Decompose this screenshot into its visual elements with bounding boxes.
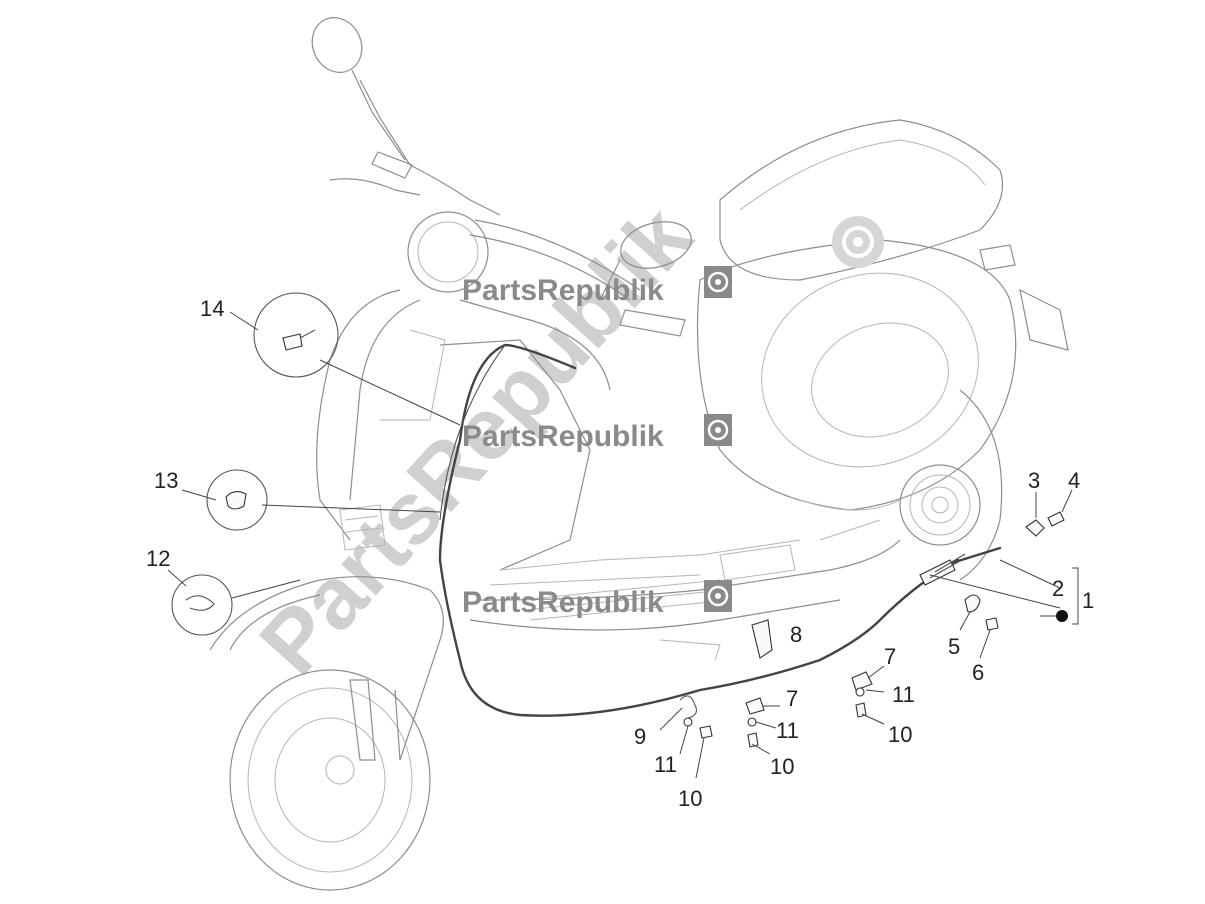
part-nut — [1025, 519, 1045, 537]
callout-14: 14 — [200, 296, 224, 321]
detail-circle-14 — [253, 292, 339, 378]
part-clamp-a — [851, 671, 873, 691]
callout-11b: 11 — [776, 718, 799, 743]
watermark-text: PartsRepublik — [462, 274, 664, 307]
reference-dot — [1056, 610, 1068, 622]
part-washer-11a — [683, 717, 693, 727]
callout-7b: 7 — [786, 686, 798, 711]
watermark-group-1: PartsRepublik — [462, 266, 732, 307]
part-clamp-b — [745, 697, 765, 715]
part-clip — [964, 594, 981, 613]
gear-icon — [704, 266, 732, 298]
callouts: 14 13 12 3 4 2 1 5 6 8 7 11 10 7 11 10 9… — [146, 296, 1094, 811]
callout-4: 4 — [1068, 468, 1080, 493]
part-screw-10b — [747, 732, 759, 748]
watermark-text: PartsRepublik — [462, 420, 664, 453]
gear-icon — [832, 216, 884, 268]
gear-icon — [704, 414, 732, 446]
detail-circle-13 — [206, 469, 268, 531]
callout-12: 12 — [146, 546, 170, 571]
leader-lines — [167, 311, 1079, 779]
callout-9: 9 — [634, 724, 646, 749]
callout-3: 3 — [1028, 468, 1040, 493]
callout-6: 6 — [972, 660, 984, 685]
watermark-group-2: PartsRepublik — [462, 414, 732, 453]
callout-11c: 11 — [654, 752, 677, 777]
part-screw — [985, 617, 999, 631]
callout-7a: 7 — [884, 644, 896, 669]
detail-circle-12 — [171, 574, 233, 636]
callout-2: 2 — [1052, 576, 1064, 601]
part-washer-11c — [855, 687, 865, 697]
gear-icon — [704, 580, 732, 612]
watermark-text: PartsRepublik — [462, 586, 664, 619]
watermark-group-3: PartsRepublik — [462, 580, 732, 619]
part-spring-clip — [679, 695, 697, 719]
part-pin — [1047, 511, 1065, 527]
part-screw-10c — [855, 702, 867, 718]
callout-11a: 11 — [892, 682, 915, 707]
small-parts — [679, 511, 1065, 748]
cables — [438, 343, 1002, 717]
callout-8: 8 — [790, 622, 802, 647]
callout-1: 1 — [1082, 588, 1094, 613]
callout-10c: 10 — [678, 786, 702, 811]
callout-10b: 10 — [770, 754, 794, 779]
part-bracket — [751, 619, 773, 659]
part-washer-11b — [747, 717, 757, 727]
callout-13: 13 — [154, 468, 178, 493]
callout-10a: 10 — [888, 722, 912, 747]
callout-5: 5 — [948, 634, 960, 659]
part-screw-10a — [699, 725, 713, 739]
